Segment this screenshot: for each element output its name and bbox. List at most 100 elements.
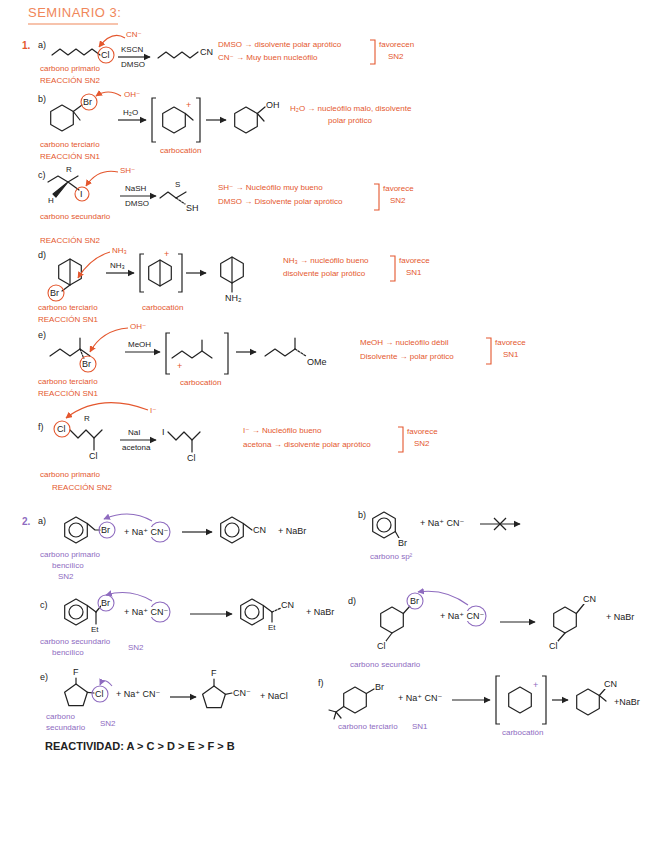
annotation-note: polar prótico bbox=[328, 116, 372, 125]
skeletal-structure bbox=[160, 192, 186, 198]
chem-label: NaI bbox=[128, 428, 140, 437]
mechanism-mark bbox=[398, 427, 403, 452]
skeletal-structure bbox=[257, 114, 264, 122]
chem-label: + Na⁺ CN⁻ bbox=[398, 693, 442, 703]
skeletal-structure bbox=[176, 198, 185, 204]
skeletal-structure bbox=[271, 612, 272, 622]
skeletal-structure bbox=[558, 633, 565, 641]
skeletal-structure bbox=[73, 105, 82, 112]
mechanism-mark bbox=[81, 94, 97, 110]
annotation-note: acetona → disolvente polar aprótico bbox=[243, 440, 371, 449]
skeletal-structure bbox=[87, 692, 94, 694]
annotation-note: bencílico bbox=[52, 561, 84, 570]
skeletal-structure bbox=[87, 524, 100, 531]
skeletal-structure bbox=[295, 349, 306, 356]
annotation-note: disolvente polar prótico bbox=[283, 269, 365, 278]
mechanism-mark bbox=[486, 338, 491, 364]
annotation-note: favorece bbox=[495, 338, 526, 347]
chem-label: + Na⁺ CN⁻ bbox=[116, 689, 160, 699]
skeletal-structure bbox=[159, 260, 160, 286]
chem-label: CN bbox=[583, 594, 596, 604]
annotation-note: favorecen bbox=[379, 40, 414, 49]
chem-label: CN bbox=[281, 600, 294, 610]
annotation-note: MeOH → nucleófilo débil bbox=[360, 338, 448, 347]
skeletal-structure bbox=[235, 107, 258, 133]
annotation-note: carbono primario bbox=[40, 64, 100, 73]
mechanism-mark bbox=[75, 187, 89, 201]
reaction-arrow bbox=[236, 351, 256, 352]
annotation-note: SN2 bbox=[390, 196, 406, 205]
reaction-arrow bbox=[186, 272, 206, 273]
chem-label: NaSH bbox=[125, 184, 146, 193]
annotation-note: I⁻ → Nucleófilo bueno bbox=[243, 426, 322, 435]
chem-label: c) bbox=[38, 170, 46, 180]
annotation-note: carbocatión bbox=[180, 378, 221, 387]
mechanism-mark bbox=[106, 593, 152, 601]
chem-label: H bbox=[48, 196, 54, 205]
skeletal-structure bbox=[65, 599, 88, 625]
chem-label: DMSO bbox=[121, 60, 145, 69]
skeletal-structure bbox=[221, 517, 244, 543]
reaction-arrow bbox=[552, 699, 568, 700]
annotation-note: favorece bbox=[399, 256, 430, 265]
mechanism-mark bbox=[374, 184, 379, 210]
skeletal-structure bbox=[577, 689, 600, 715]
annotation-note: carbono terciario bbox=[38, 377, 98, 386]
chem-label: KSCN bbox=[121, 45, 143, 54]
chem-label: Cl bbox=[89, 451, 98, 461]
skeletal-structure bbox=[87, 606, 96, 613]
chem-label: Br bbox=[101, 525, 110, 535]
chem-label: Br bbox=[410, 596, 419, 606]
skeletal-structure bbox=[225, 523, 239, 537]
intermediate-bracket bbox=[140, 254, 144, 292]
skeletal-structure bbox=[263, 606, 272, 613]
reaction-arrow bbox=[494, 518, 506, 530]
chem-label: I bbox=[80, 189, 83, 199]
skeletal-structure bbox=[599, 696, 606, 702]
chem-label: NH₂ bbox=[225, 293, 242, 303]
annotation-note: + bbox=[177, 361, 182, 371]
skeletal-structure bbox=[191, 440, 192, 452]
chem-label: R bbox=[66, 165, 72, 174]
skeletal-structure bbox=[93, 438, 94, 450]
chem-label: c) bbox=[40, 600, 48, 610]
skeletal-structure bbox=[294, 338, 295, 349]
annotation-note: I⁻ bbox=[150, 406, 156, 415]
mechanism-mark bbox=[48, 285, 64, 301]
skeletal-structure bbox=[50, 349, 90, 356]
intermediate-bracket bbox=[224, 333, 228, 374]
skeletal-structure bbox=[241, 599, 264, 625]
chem-label: + Na⁺ CN⁻ bbox=[440, 611, 484, 621]
chem-label: Cl bbox=[377, 641, 386, 651]
reaction-arrow bbox=[182, 531, 212, 532]
skeletal-structure bbox=[201, 340, 202, 351]
chem-label: Cl bbox=[95, 689, 104, 699]
annotation-note: carbocatión bbox=[142, 303, 183, 312]
annotation-note: carbono terciario bbox=[40, 140, 100, 149]
skeletal-structure bbox=[65, 517, 88, 543]
annotation-note: carbono secundario bbox=[40, 212, 110, 221]
skeletal-structure bbox=[70, 430, 102, 438]
reaction-arrow bbox=[190, 613, 232, 614]
chem-label: Et bbox=[268, 623, 276, 632]
chem-label: Cl bbox=[187, 453, 196, 463]
skeletal-structure bbox=[386, 633, 392, 641]
annotation-note: OH⁻ bbox=[124, 90, 140, 99]
chem-label: OMe bbox=[307, 357, 327, 367]
mechanism-mark bbox=[418, 591, 468, 605]
skeletal-structure bbox=[265, 349, 295, 356]
chem-label: acetona bbox=[122, 443, 150, 452]
annotation-note: Disolvente → polar prótico bbox=[360, 352, 454, 361]
chem-label: F bbox=[73, 667, 79, 677]
skeletal-structure bbox=[403, 606, 410, 614]
mechanism-mark bbox=[92, 514, 486, 702]
annotation-note: SN2 bbox=[58, 572, 74, 581]
skeletal-structure bbox=[53, 182, 68, 197]
chem-label: b) bbox=[38, 94, 46, 104]
annotation-note: REACCIÓN SN1 bbox=[38, 315, 98, 324]
skeletal-structure bbox=[336, 707, 344, 713]
chem-label: d) bbox=[38, 250, 46, 260]
chem-label: DMSO bbox=[125, 199, 149, 208]
chem-label: + NaBr bbox=[306, 607, 334, 617]
